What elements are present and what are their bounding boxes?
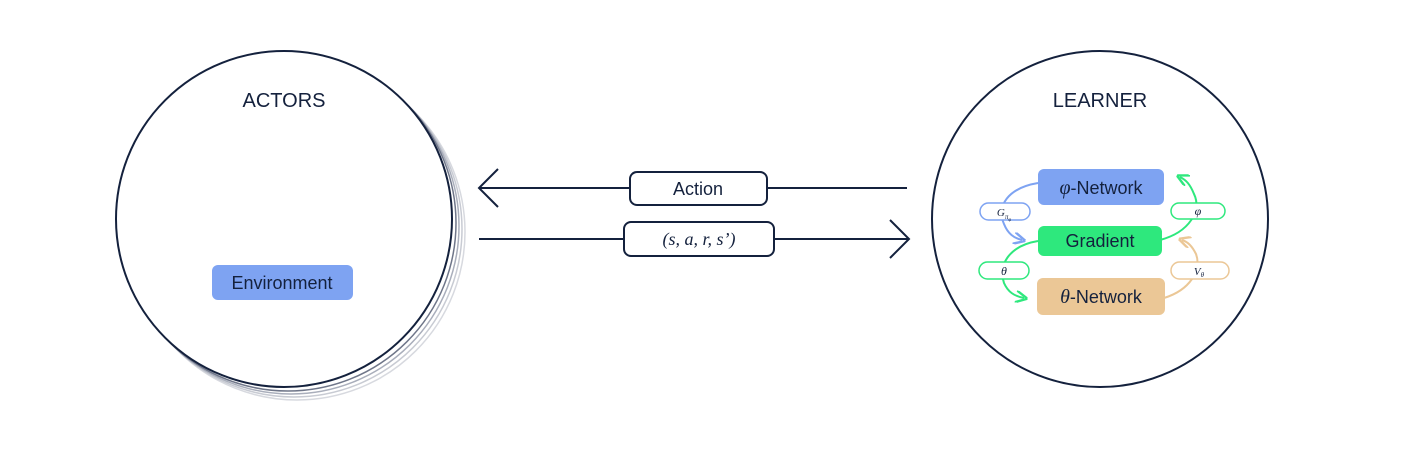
theta-to-gradient-curve bbox=[1163, 240, 1199, 299]
actors-title: ACTORS bbox=[243, 90, 326, 112]
transition-label-box bbox=[623, 221, 775, 257]
theta-network-label: θ-Network bbox=[1060, 286, 1143, 308]
g-pi-phi-label-box bbox=[979, 202, 1031, 221]
actors-group: ACTORS Environment bbox=[115, 50, 466, 401]
phi-edge-label: φ bbox=[1195, 204, 1202, 218]
theta-edge-label-box bbox=[978, 261, 1030, 280]
actors-circle bbox=[115, 50, 453, 388]
gradient-to-phi-curve bbox=[1159, 177, 1198, 241]
phi-to-gradient-curve bbox=[1000, 182, 1039, 240]
environment-node[interactable] bbox=[212, 265, 353, 300]
theta-network-node[interactable] bbox=[1037, 278, 1165, 315]
phi-network-text: -Network bbox=[1071, 178, 1144, 198]
g-pi-phi-label: Gπφ bbox=[997, 207, 1011, 223]
action-label-box bbox=[629, 171, 768, 206]
phi-network-node[interactable] bbox=[1038, 169, 1164, 205]
learner-title: LEARNER bbox=[1053, 90, 1147, 112]
v-theta-label-box bbox=[1170, 261, 1230, 280]
phi-edge-label-box bbox=[1170, 202, 1226, 220]
gradient-label: Gradient bbox=[1065, 231, 1134, 251]
transition-arrowhead bbox=[889, 219, 911, 259]
transition-arrow: (s, a, r, s’) bbox=[479, 219, 911, 259]
learner-group: LEARNER φ-Network Gradient θ-Network Gπφ… bbox=[931, 50, 1269, 388]
gradient-to-theta-curve bbox=[1001, 240, 1039, 298]
phi-network-symbol: φ bbox=[1059, 177, 1070, 199]
action-arrow: Action bbox=[477, 168, 907, 208]
phi-network-label: φ-Network bbox=[1059, 177, 1143, 199]
theta-network-text: -Network bbox=[1070, 287, 1143, 307]
gradient-node[interactable] bbox=[1038, 226, 1162, 256]
action-arrowhead bbox=[477, 168, 499, 208]
theta-network-symbol: θ bbox=[1060, 286, 1070, 308]
theta-edge-label: θ bbox=[1001, 264, 1007, 278]
v-theta-label: Vθ bbox=[1194, 266, 1205, 279]
action-label: Action bbox=[673, 179, 723, 199]
environment-label: Environment bbox=[231, 273, 332, 293]
transition-label: (s, a, r, s’) bbox=[662, 229, 735, 250]
